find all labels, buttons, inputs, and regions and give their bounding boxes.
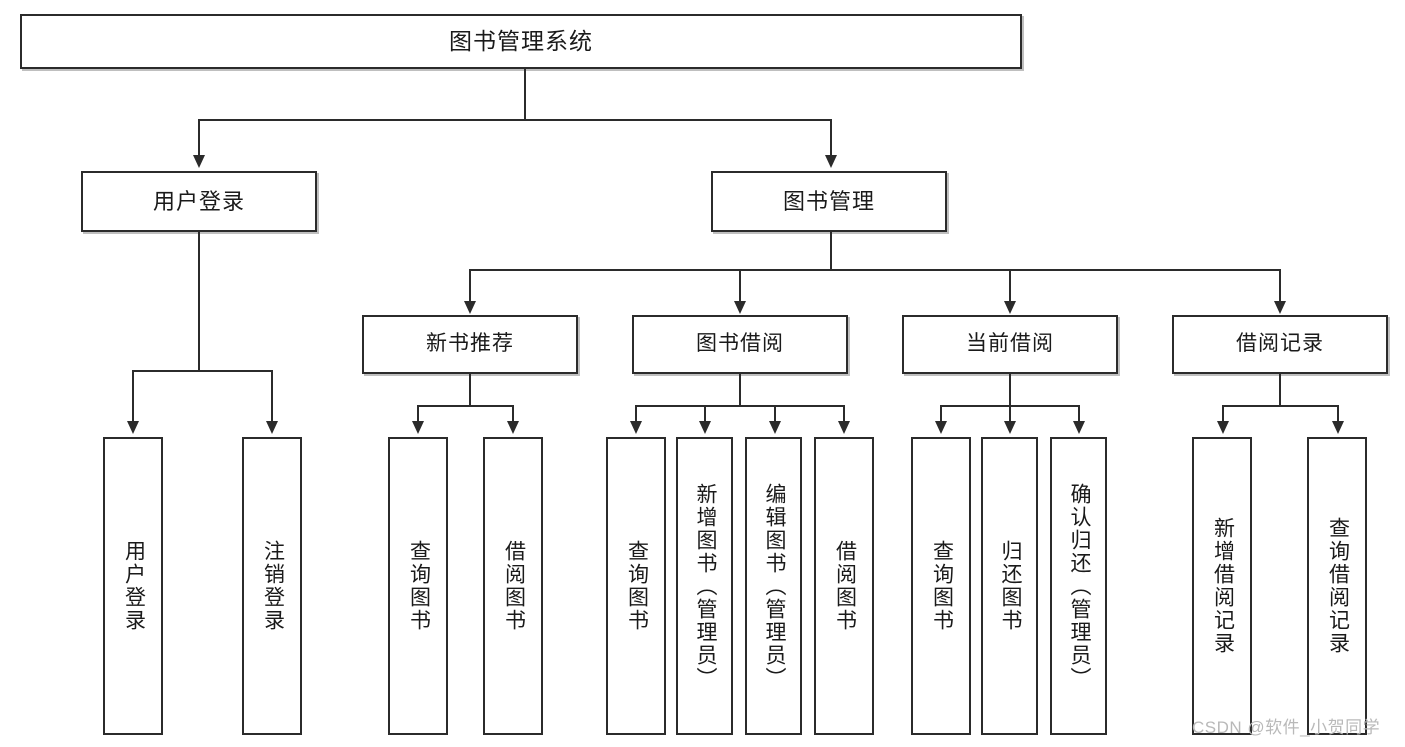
node-label: 图书管理: [782, 188, 875, 214]
edge-book-management-stem: [830, 232, 832, 270]
node-new-book-recommend[interactable]: 新书推荐: [362, 315, 578, 374]
edge-to-new-book-recommend: [469, 269, 471, 302]
edge-to-leaf-user-login: [132, 370, 134, 422]
node-label: 借阅记录: [1236, 332, 1324, 356]
leaf-label: 新增图书（管理员）: [693, 482, 717, 690]
leaf-query-book-recommend[interactable]: 查询图书: [388, 437, 448, 735]
arrow-to-leaf-user-login: [127, 421, 139, 434]
edge-to-current-borrow: [1009, 269, 1011, 302]
node-label: 图书管理系统: [449, 28, 593, 55]
node-book-management[interactable]: 图书管理: [711, 171, 947, 232]
leaf-label: 归还图书: [998, 540, 1022, 632]
edge-user-login-stem: [198, 232, 200, 371]
leaf-label: 编辑图书（管理员）: [762, 482, 786, 690]
leaf-label: 确认归还（管理员）: [1067, 482, 1091, 690]
leaf-add-book-admin[interactable]: 新增图书（管理员）: [676, 437, 733, 735]
edge-to-book-borrow: [739, 269, 741, 302]
node-label: 图书借阅: [696, 332, 784, 356]
edge-to-leaf-confirm-return: [1078, 405, 1080, 422]
edge-to-leaf-borrow-book-1: [512, 405, 514, 422]
watermark-text: CSDN @软件_小贺同学: [1192, 718, 1381, 737]
arrow-to-book-management: [825, 155, 837, 168]
edge-to-book-management: [830, 119, 832, 156]
leaf-borrow-book-borrow[interactable]: 借阅图书: [814, 437, 874, 735]
leaf-label: 查询借阅记录: [1326, 517, 1350, 655]
leaf-user-login[interactable]: 用户登录: [103, 437, 163, 735]
leaf-label: 查询图书: [407, 540, 431, 632]
node-current-borrow[interactable]: 当前借阅: [902, 315, 1118, 374]
arrow-to-new-book-recommend: [464, 301, 476, 314]
edge-book-borrow-stem: [739, 374, 741, 406]
edge-to-leaf-query-record: [1337, 405, 1339, 422]
edge-to-user-login: [198, 119, 200, 156]
arrow-to-leaf-confirm-return: [1073, 421, 1085, 434]
node-label: 用户登录: [152, 188, 245, 214]
node-borrow-record[interactable]: 借阅记录: [1172, 315, 1388, 374]
leaf-label: 用户登录: [122, 540, 146, 632]
edge-new-book-recommend-stem: [469, 374, 471, 406]
leaf-logout-login[interactable]: 注销登录: [242, 437, 302, 735]
arrow-to-leaf-return-book: [1004, 421, 1016, 434]
node-label: 新书推荐: [426, 332, 514, 356]
arrow-to-leaf-borrow-book-1: [507, 421, 519, 434]
edge-to-leaf-query-book-3: [940, 405, 942, 422]
arrow-to-leaf-add-record: [1217, 421, 1229, 434]
leaf-label: 新增借阅记录: [1211, 517, 1235, 655]
arrow-to-current-borrow: [1004, 301, 1016, 314]
edge-to-leaf-borrow-book-2: [843, 405, 845, 422]
arrow-to-leaf-query-book-1: [412, 421, 424, 434]
edge-to-borrow-record: [1279, 269, 1281, 302]
node-book-borrow[interactable]: 图书借阅: [632, 315, 848, 374]
leaf-add-borrow-record[interactable]: 新增借阅记录: [1192, 437, 1252, 735]
edge-level1-bus: [198, 119, 832, 121]
edge-book-borrow-bus: [635, 405, 844, 407]
arrow-to-leaf-add-book: [699, 421, 711, 434]
node-book-management-system[interactable]: 图书管理系统: [20, 14, 1022, 69]
edge-borrow-record-stem: [1279, 374, 1281, 406]
edge-root-stem: [524, 69, 526, 120]
leaf-label: 查询图书: [625, 540, 649, 632]
edge-user-login-bus: [132, 370, 272, 372]
node-label: 当前借阅: [966, 332, 1054, 356]
edge-to-leaf-query-book-2: [635, 405, 637, 422]
leaf-label: 借阅图书: [833, 540, 857, 632]
edge-to-leaf-add-book: [704, 405, 706, 422]
leaf-label: 查询图书: [930, 540, 954, 632]
leaf-label: 注销登录: [261, 540, 285, 632]
edge-new-book-recommend-bus: [417, 405, 513, 407]
leaf-borrow-book-recommend[interactable]: 借阅图书: [483, 437, 543, 735]
arrow-to-borrow-record: [1274, 301, 1286, 314]
arrow-to-leaf-edit-book: [769, 421, 781, 434]
arrow-to-book-borrow: [734, 301, 746, 314]
arrow-to-leaf-logout: [266, 421, 278, 434]
edge-to-leaf-return-book: [1009, 405, 1011, 422]
leaf-query-borrow-record[interactable]: 查询借阅记录: [1307, 437, 1367, 735]
edge-to-leaf-logout: [271, 370, 273, 422]
leaf-confirm-return-admin[interactable]: 确认归还（管理员）: [1050, 437, 1107, 735]
edge-to-leaf-add-record: [1222, 405, 1224, 422]
leaf-query-book-current[interactable]: 查询图书: [911, 437, 971, 735]
arrow-to-leaf-query-book-2: [630, 421, 642, 434]
leaf-return-book[interactable]: 归还图书: [981, 437, 1038, 735]
edge-borrow-record-bus: [1222, 405, 1337, 407]
edge-to-leaf-edit-book: [774, 405, 776, 422]
edge-level2-bus: [469, 269, 1280, 271]
edge-current-borrow-stem: [1009, 374, 1011, 406]
arrow-to-leaf-query-book-3: [935, 421, 947, 434]
arrow-to-leaf-query-record: [1332, 421, 1344, 434]
edge-to-leaf-query-book-1: [417, 405, 419, 422]
node-user-login[interactable]: 用户登录: [81, 171, 317, 232]
leaf-edit-book-admin[interactable]: 编辑图书（管理员）: [745, 437, 802, 735]
arrow-to-user-login: [193, 155, 205, 168]
leaf-query-book-borrow[interactable]: 查询图书: [606, 437, 666, 735]
arrow-to-leaf-borrow-book-2: [838, 421, 850, 434]
leaf-label: 借阅图书: [502, 540, 526, 632]
